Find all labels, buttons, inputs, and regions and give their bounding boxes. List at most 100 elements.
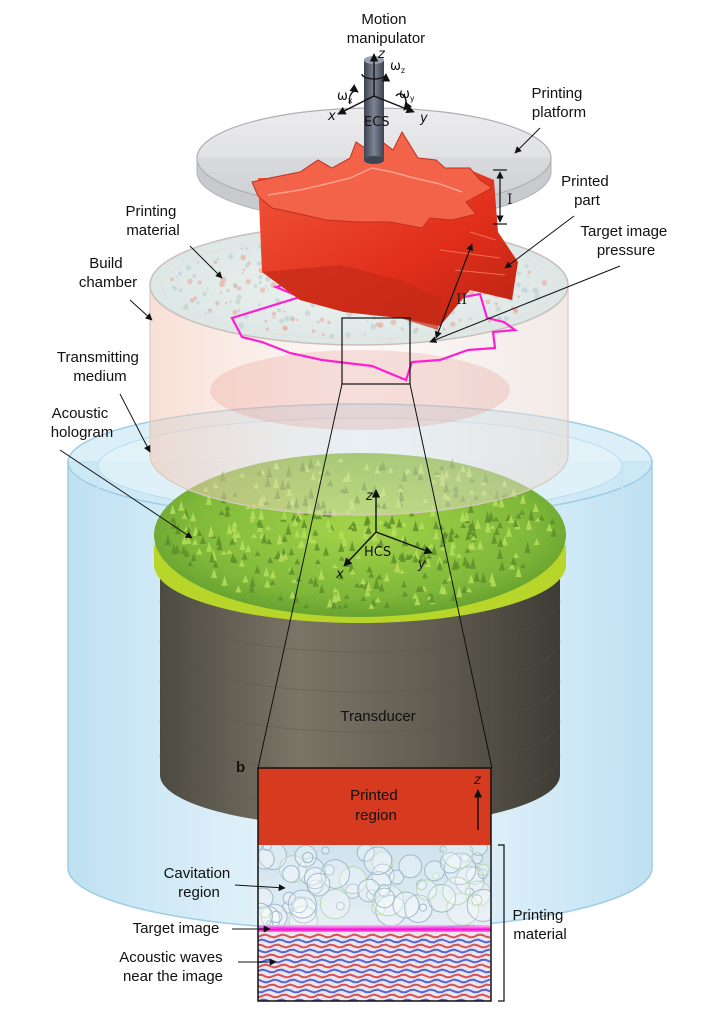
acoustic-wave-line [258, 948, 491, 954]
label-printing-material-top: Printing material [125, 203, 180, 239]
hologram-spike [349, 568, 356, 575]
cavitation-bubble [471, 894, 483, 906]
material-speck [253, 284, 258, 289]
hologram-spike [351, 523, 358, 532]
hologram-spike [401, 522, 408, 527]
hologram-spike [468, 574, 475, 584]
cavitation-bubble [389, 869, 405, 885]
hologram-spike [525, 518, 532, 530]
hologram-spike [330, 601, 337, 609]
hologram-spike [427, 592, 434, 597]
hologram-spike [335, 590, 342, 602]
hologram-spike [433, 529, 440, 540]
ecs-y-label: y [419, 111, 428, 126]
material-speck [215, 301, 220, 306]
hologram-spike [377, 519, 384, 525]
cavitation-bubble [439, 851, 462, 874]
hcs-x-label: x [335, 567, 344, 582]
hologram-spike [470, 557, 477, 569]
hologram-spike [187, 560, 194, 567]
material-speck [321, 333, 325, 337]
hologram-spike [508, 562, 515, 570]
material-speck [267, 288, 270, 291]
hologram-spike [332, 587, 339, 593]
ecs-x-label: x [327, 109, 336, 124]
inset-printing-material-label: Printing material [512, 907, 567, 943]
material-speck [237, 286, 242, 291]
hologram-spike [461, 585, 468, 594]
hologram-spike [224, 506, 231, 517]
cavitation-bubble [306, 872, 331, 897]
hologram-spike [292, 517, 299, 527]
inset-target-image-band [258, 925, 491, 934]
hologram-spike [358, 583, 365, 588]
material-speck [290, 317, 295, 322]
hologram-spike [212, 560, 219, 568]
hologram-spike [295, 576, 302, 582]
material-speck [197, 280, 202, 285]
cavitation-bubble [258, 902, 273, 925]
inset-acoustic-waves-label: Acoustic waves near the image [119, 949, 227, 985]
hologram-spike [258, 508, 265, 520]
hologram-spike [473, 570, 480, 582]
hologram-spike [192, 525, 199, 536]
cavitation-bubble [466, 889, 491, 922]
label-motion-manipulator: Motion manipulator [347, 11, 425, 47]
hologram-spike [377, 538, 384, 547]
hologram-spike [417, 554, 424, 563]
hologram-spike [278, 551, 285, 562]
cavitation-bubble [432, 872, 440, 880]
material-speck [345, 332, 351, 338]
material-speck [178, 271, 183, 276]
hologram-spike [185, 537, 192, 544]
hologram-spike [433, 520, 440, 530]
hologram-spike [463, 511, 470, 522]
hologram-spike [465, 531, 472, 541]
material-speck [175, 275, 178, 278]
inset-cavitation-label: Cavitation region [164, 865, 235, 901]
hologram-spike [453, 533, 460, 539]
hologram-spike [323, 546, 330, 556]
hologram-spike [412, 554, 419, 563]
hologram-spike [245, 543, 252, 553]
hologram-spike [394, 560, 401, 573]
hologram-spike [466, 525, 473, 536]
material-speck [526, 275, 530, 278]
hologram-spike [313, 542, 320, 551]
material-speck [192, 274, 197, 278]
hologram-spike [190, 553, 197, 562]
acoustic-wave-line [258, 938, 491, 944]
dimension-II-label: II [456, 292, 467, 308]
material-speck [245, 279, 251, 285]
hologram-spike [515, 513, 522, 519]
hologram-spike [231, 556, 238, 563]
arrow-cavitation [234, 884, 286, 892]
label-acoustic-hologram: Acoustic hologram [51, 405, 114, 441]
hologram-spike [421, 572, 428, 579]
hologram-spike [368, 572, 375, 578]
hologram-spike [418, 521, 425, 530]
hologram-spike [373, 576, 380, 589]
hologram-spike [477, 539, 484, 550]
hologram-spike [285, 523, 292, 535]
hologram-spike [378, 582, 385, 592]
label-target-image-pressure: Target image pressure [581, 223, 672, 259]
material-speck [242, 268, 246, 272]
material-speck [525, 289, 529, 293]
hcs-y-label: y [417, 557, 426, 572]
hologram-spike [297, 542, 304, 549]
inset-z-label: z [473, 773, 482, 788]
hologram-spike [282, 553, 289, 560]
cavitation-bubble [477, 863, 490, 877]
material-speck [510, 306, 514, 309]
hologram-spike [532, 503, 539, 513]
hologram-spike [301, 519, 308, 529]
hologram-spike [288, 547, 295, 556]
hologram-spike [251, 533, 258, 538]
transducer-label: Transducer [340, 708, 415, 725]
acoustic-wave-line [258, 953, 491, 959]
dimension-II [434, 243, 474, 339]
hcs-z-label: z [365, 489, 374, 504]
cavitation-bubble [469, 845, 488, 856]
cavitation-bubble [323, 864, 335, 876]
